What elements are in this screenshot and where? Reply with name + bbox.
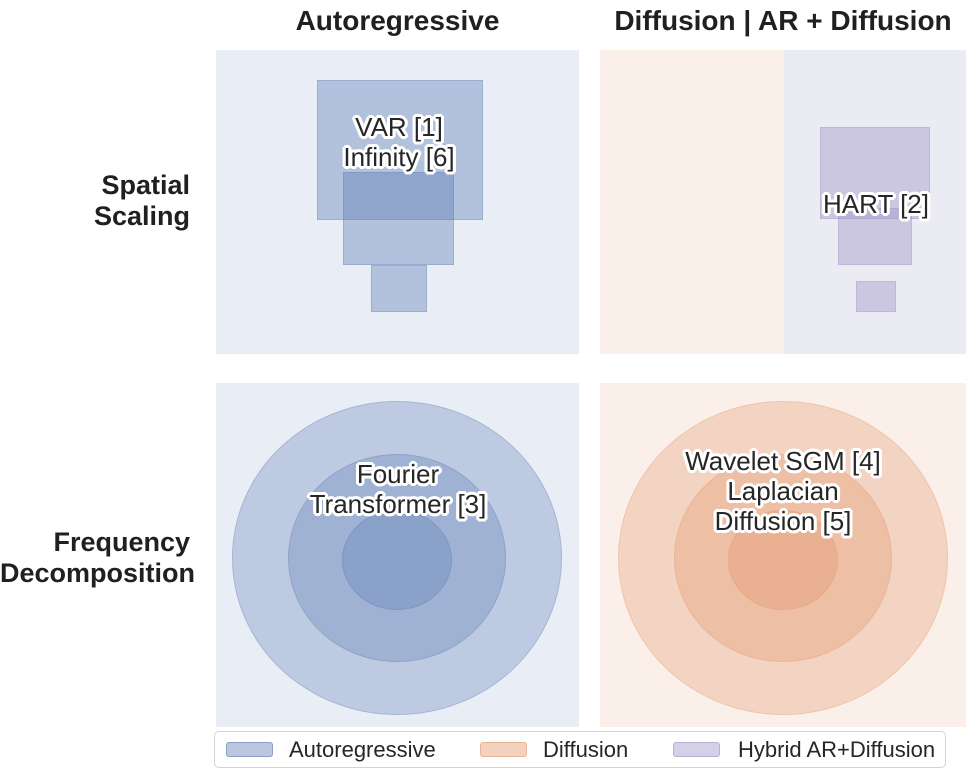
cell-spatial-hybrid: HART [2] [600,50,966,354]
cell-frequency-autoregressive: Fourier Transformer [3] [216,383,579,727]
nested-square-large-purple [820,127,930,219]
legend-label-hybrid: Hybrid AR+Diffusion [738,737,936,762]
legend-swatch-diffusion [480,742,527,757]
annotation-var-infinity: VAR [1] Infinity [6] [343,112,455,172]
legend-swatch-hybrid [673,742,720,757]
row-label-frequency-decomposition: Frequency Decomposition [0,527,196,588]
hybrid-background-panel [784,50,966,354]
diffusion-background-panel [600,50,784,354]
legend-label-autoregressive: Autoregressive [289,737,436,762]
nested-square-large-blue [317,80,483,220]
legend: Autoregressive Diffusion Hybrid AR+Diffu… [214,731,946,768]
concentric-ellipse-inner-blue [342,510,452,610]
legend-swatch-autoregressive [226,742,273,757]
nested-square-small-blue [371,265,427,312]
annotation-fourier-transformer: Fourier Transformer [3] [309,459,487,519]
column-header-autoregressive: Autoregressive [295,5,500,36]
annotation-wavelet-laplacian: Wavelet SGM [4] Laplacian Diffusion [5] [685,446,881,536]
nested-square-medium-blue [343,172,454,265]
nested-square-medium-purple [838,208,912,265]
column-header-diffusion-ar-diffusion: Diffusion | AR + Diffusion [614,5,952,36]
annotation-hart: HART [2] [823,189,929,219]
nested-square-small-purple [856,281,896,312]
cell-spatial-autoregressive: VAR [1] Infinity [6] [216,50,579,354]
cell-frequency-diffusion: Wavelet SGM [4] Laplacian Diffusion [5] [600,383,966,727]
legend-label-diffusion: Diffusion [543,737,629,762]
row-label-spatial-scaling: Spatial Scaling [93,170,190,231]
concentric-ellipse-inner-orange [728,510,838,610]
